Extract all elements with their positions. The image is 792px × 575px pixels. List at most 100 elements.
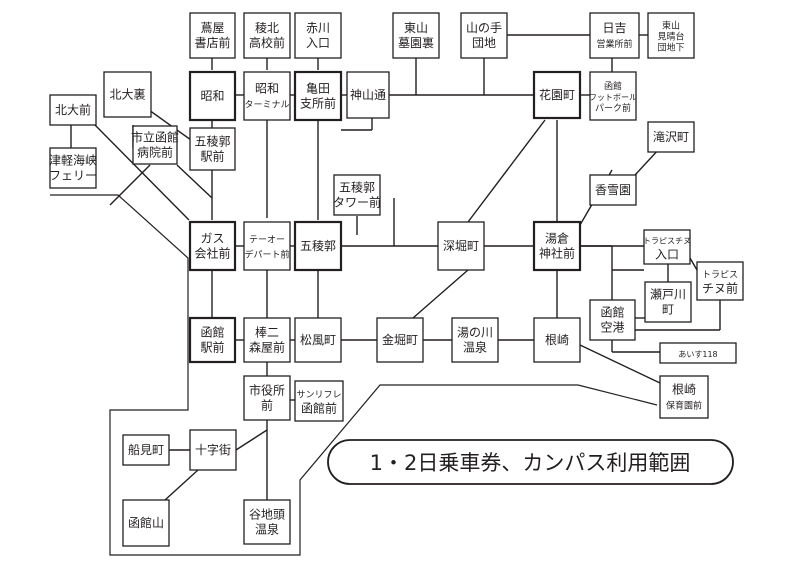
stop-label: 市立函館 bbox=[131, 130, 179, 145]
stop-label: 津軽海峡 bbox=[49, 153, 97, 168]
stop-label: 東山 bbox=[404, 21, 428, 35]
bus-stop-nesaki[interactable]: 根崎 bbox=[533, 317, 581, 363]
stop-label: 函館 bbox=[604, 80, 622, 92]
stop-label: 駅前 bbox=[200, 149, 224, 164]
bus-stop-kitadaimae[interactable]: 北大前 bbox=[49, 94, 97, 126]
bus-stop-fukabori[interactable]: 深堀町 bbox=[437, 221, 485, 271]
stop-box bbox=[589, 12, 640, 59]
stop-label: 稜北 bbox=[255, 21, 279, 35]
stop-label: 花園町 bbox=[539, 87, 575, 102]
stop-label: デパート前 bbox=[244, 249, 289, 261]
stop-label: 高校前 bbox=[249, 35, 285, 50]
stop-label: 亀田 bbox=[306, 82, 330, 96]
stop-label: 五稜郭 bbox=[194, 135, 230, 149]
bus-stop-jujigai[interactable]: 十字街 bbox=[189, 429, 237, 471]
stop-label: 入口 bbox=[655, 248, 679, 262]
bus-stop-kanehori[interactable]: 金堀町 bbox=[376, 317, 424, 363]
bus-stop-hakodateyama[interactable]: 函館山 bbox=[122, 499, 170, 547]
stop-label: 谷地頭 bbox=[249, 508, 285, 522]
stop-box bbox=[460, 12, 508, 59]
bus-stop-aisu[interactable]: あいす118 bbox=[659, 342, 737, 364]
stop-label: 営業所前 bbox=[596, 38, 632, 50]
notice-badge: 1・2日乗車券、カンパス利用範囲 bbox=[327, 439, 734, 485]
stop-label: 書店前 bbox=[194, 35, 230, 50]
stop-box bbox=[659, 342, 737, 364]
stop-box bbox=[49, 94, 97, 126]
coverage-area-boundary bbox=[50, 194, 658, 556]
stop-label: 東山 bbox=[662, 20, 680, 32]
bus-stop-kamiyamadori[interactable]: 神山通 bbox=[346, 71, 390, 119]
bus-stop-funamicho[interactable]: 船見町 bbox=[122, 434, 170, 466]
bus-stop-showa[interactable]: 昭和 bbox=[188, 70, 237, 122]
stop-label: 十字街 bbox=[195, 442, 231, 457]
stop-label: 函館 bbox=[200, 325, 224, 340]
stop-box bbox=[243, 221, 291, 271]
stop-label: 金堀町 bbox=[382, 332, 418, 347]
stop-label: 湯の川 bbox=[457, 326, 493, 340]
stop-label: 神社前 bbox=[539, 246, 575, 261]
bus-stop-kitaourai[interactable]: 北大裏 bbox=[103, 71, 152, 118]
stop-box bbox=[644, 281, 692, 323]
stop-label: 団地下 bbox=[657, 42, 684, 54]
stop-label: 見晴台 bbox=[657, 31, 684, 43]
stop-box bbox=[294, 380, 344, 422]
bus-stop-goryokaku[interactable]: 五稜郭 bbox=[293, 220, 343, 272]
stop-label: トラピス bbox=[702, 270, 738, 281]
stop-label: 北大裏 bbox=[109, 87, 145, 102]
stop-label: 会社前 bbox=[194, 246, 230, 261]
stop-label: 墓園裏 bbox=[398, 35, 434, 50]
stop-box bbox=[122, 434, 170, 466]
stop-label: 函館山 bbox=[128, 515, 164, 530]
bus-stop-kaenmachi[interactable]: 花園町 bbox=[532, 70, 582, 120]
stop-label: 駅前 bbox=[200, 340, 224, 355]
stop-box bbox=[643, 229, 691, 265]
stop-label: 日吉 bbox=[602, 21, 626, 35]
stop-label: テーオー bbox=[249, 235, 285, 246]
bus-stop-matsukaze[interactable]: 松風町 bbox=[294, 317, 342, 363]
stop-label: 五稜郭 bbox=[339, 181, 375, 195]
stop-box bbox=[376, 317, 424, 363]
bus-stop-takizawa[interactable]: 滝沢町 bbox=[647, 121, 695, 153]
stop-label: 団地 bbox=[472, 36, 496, 50]
bus-stop-kosetsuen[interactable]: 香雪園 bbox=[589, 174, 637, 206]
stop-box bbox=[243, 317, 291, 363]
stop-label: あいす118 bbox=[678, 350, 717, 359]
stop-box bbox=[533, 317, 581, 363]
stop-box bbox=[437, 221, 485, 271]
stop-label: 前 bbox=[261, 398, 273, 413]
stop-label: 湯倉 bbox=[545, 231, 569, 246]
stop-label: 温泉 bbox=[463, 341, 487, 355]
stop-box bbox=[294, 12, 342, 59]
stop-box bbox=[103, 71, 152, 118]
stop-box bbox=[589, 71, 637, 121]
stop-box bbox=[346, 71, 390, 119]
